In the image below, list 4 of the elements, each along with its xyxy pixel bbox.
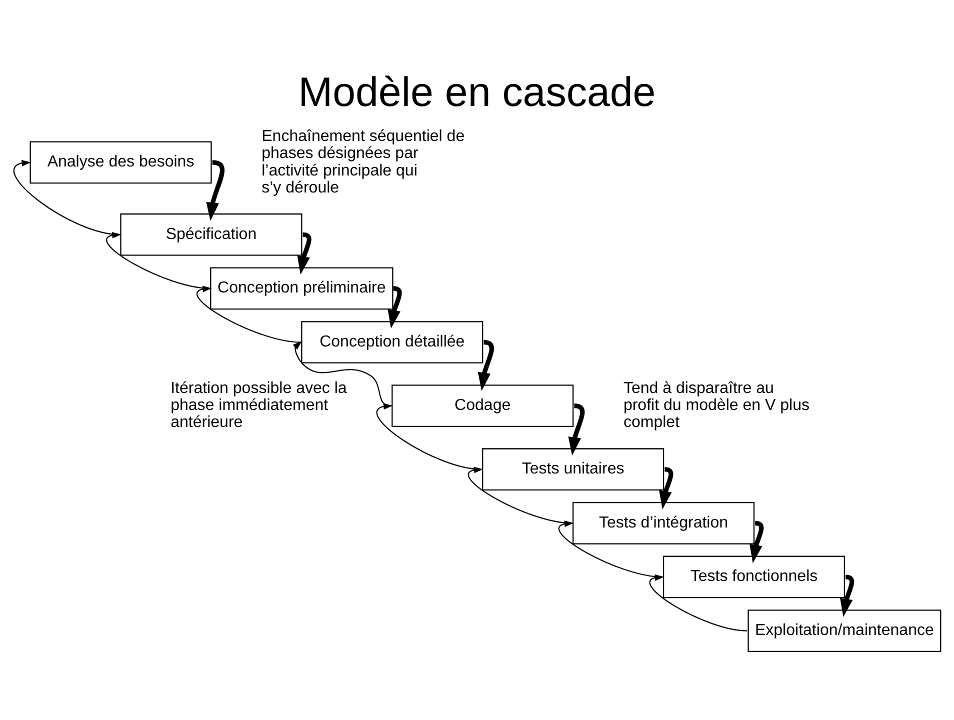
diagram-title: Modèle en cascade [298, 69, 656, 116]
label: Tend à disparaître au profit du modèle en V plus complet [623, 378, 810, 432]
label: Itération possible avec la phase immédiatement antérieure [170, 378, 347, 432]
label: Enchaînement séquentiel de phases désignées par l’activité principale qui s’y déroule [262, 126, 465, 196]
